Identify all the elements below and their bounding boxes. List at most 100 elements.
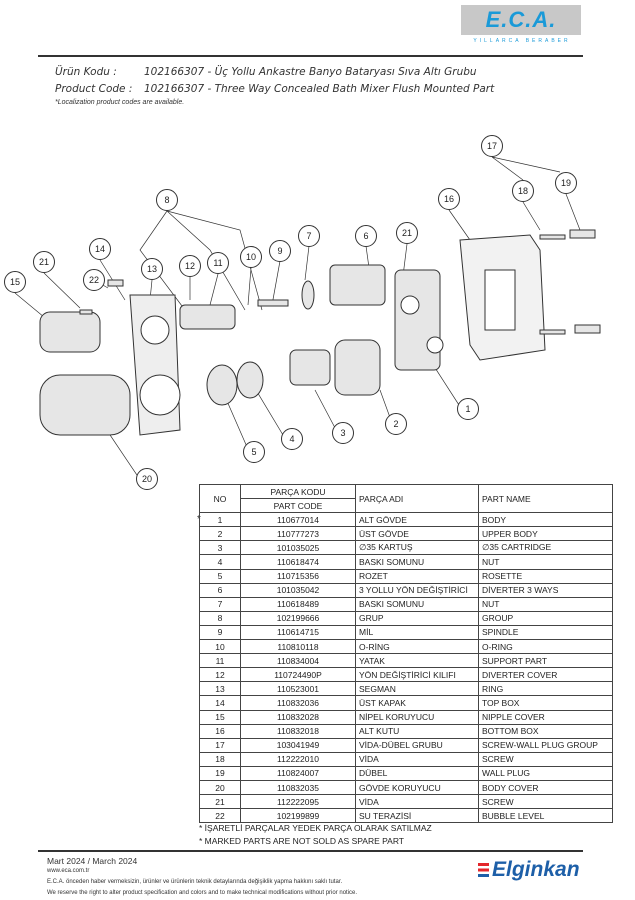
row-name-en: RING [478, 681, 613, 697]
header-code-en: PART CODE [240, 498, 356, 514]
row-code: 110832035 [240, 779, 356, 796]
row-no: 9 [199, 624, 241, 641]
callout: 17 [481, 135, 503, 157]
header-code-tr: PARÇA KODU [240, 483, 356, 500]
header-divider [38, 55, 583, 57]
row-code: 112222010 [240, 751, 356, 767]
row-name-en: UPPER BODY [478, 526, 613, 542]
row-name-tr: YATAK [355, 653, 479, 669]
part-rosette-5 [206, 364, 238, 406]
part-spindle-9 [257, 299, 289, 307]
row-name-tr: DÜBEL [355, 765, 479, 781]
elginkan-logo: Elginkan [478, 858, 580, 882]
row-no: 8 [199, 610, 241, 626]
row-name-tr: BASKI SOMUNU [355, 596, 479, 612]
row-no: 6 [199, 582, 241, 598]
row-name-en: ROSETTE [478, 568, 613, 584]
callout: 10 [240, 246, 262, 268]
row-code: 102199666 [240, 610, 356, 626]
part-upper-body-2 [334, 339, 381, 396]
part-nipple-cover-15 [39, 311, 101, 353]
callout: 9 [269, 240, 291, 262]
row-no: 4 [199, 554, 241, 570]
callout: 20 [136, 468, 158, 490]
row-name-en: SPINDLE [478, 624, 613, 641]
footer-divider [38, 850, 583, 852]
row-name-tr: ROZET [355, 568, 479, 584]
logo-tagline: YILLARCA BERABER [473, 38, 571, 44]
row-no: 20 [199, 779, 241, 796]
row-code: 110832036 [240, 695, 356, 711]
footer-disclaimer-tr: E.C.A. önceden haber vermeksizin, ürünle… [47, 879, 343, 885]
row-no: 14 [199, 695, 241, 711]
eca-logo: E.C.A. [461, 5, 581, 35]
row-no: 7 [199, 596, 241, 612]
product-code: Product Code :102166307 - Three Way Conc… [55, 83, 495, 95]
callout: 7 [298, 225, 320, 247]
row-name-en: ∅35 CARTRIDGE [478, 540, 613, 556]
exploded-diagram [14, 156, 601, 490]
part-top-box-14 [129, 294, 181, 436]
row-name-tr: VİDA [355, 751, 479, 767]
row-no: 3 [199, 540, 241, 556]
row-no: 15 [199, 709, 241, 725]
row-code: 112222095 [240, 794, 356, 810]
row-no: 21 [199, 794, 241, 810]
row-code: 110715356 [240, 568, 356, 584]
row-name-en: SCREW [478, 794, 613, 810]
callout: 2 [385, 413, 407, 435]
row-name-tr: MİL [355, 624, 479, 641]
part-body-1 [394, 269, 444, 371]
row-code: 110810118 [240, 639, 356, 655]
callout: 11 [207, 252, 229, 274]
row-name-en: TOP BOX [478, 695, 613, 711]
row-name-en: SCREW [478, 751, 613, 767]
row-code: 101035025 [240, 540, 356, 556]
row-code: 110777273 [240, 526, 356, 542]
row-code: 110677014 [240, 512, 356, 528]
row-name-en: DIVERTER COVER [478, 667, 613, 683]
footer-url[interactable]: www.eca.com.tr [47, 868, 90, 874]
row-code: 102199899 [240, 808, 356, 824]
row-code: 110614715 [240, 624, 356, 641]
header-name-en: PART NAME [478, 483, 613, 514]
leader-lines [14, 156, 581, 490]
callout: 21 [396, 222, 418, 244]
row-name-tr: SEGMAN [355, 681, 479, 697]
row-code: 110618489 [240, 596, 356, 612]
row-code: 110618474 [240, 554, 356, 570]
row-name-tr: SU TERAZİSİ [355, 808, 479, 824]
callout: 16 [438, 188, 460, 210]
row-no: 1 [199, 512, 241, 528]
row-name-en: WALL PLUG [478, 765, 613, 781]
row-name-en: DİVERTER 3 WAYS [478, 582, 613, 598]
row-name-tr: ALT GÖVDE [355, 512, 479, 528]
row-name-tr: ALT KUTU [355, 723, 479, 739]
row-no: 13 [199, 681, 241, 697]
row-no: 11 [199, 653, 241, 669]
callout: 14 [89, 238, 111, 260]
row-name-en: NIPPLE COVER [478, 709, 613, 725]
callout: 6 [355, 225, 377, 247]
row-code: 101035042 [240, 582, 356, 598]
row-no: 2 [199, 526, 241, 542]
part-cover-12 [179, 304, 236, 330]
header-no: NO [199, 483, 241, 514]
urun-kodu: Ürün Kodu :102166307 - Üç Yollu Ankastre… [55, 66, 477, 78]
part-cartridge-3 [289, 349, 331, 386]
callout: 5 [243, 441, 265, 463]
row-no: 12 [199, 667, 241, 683]
